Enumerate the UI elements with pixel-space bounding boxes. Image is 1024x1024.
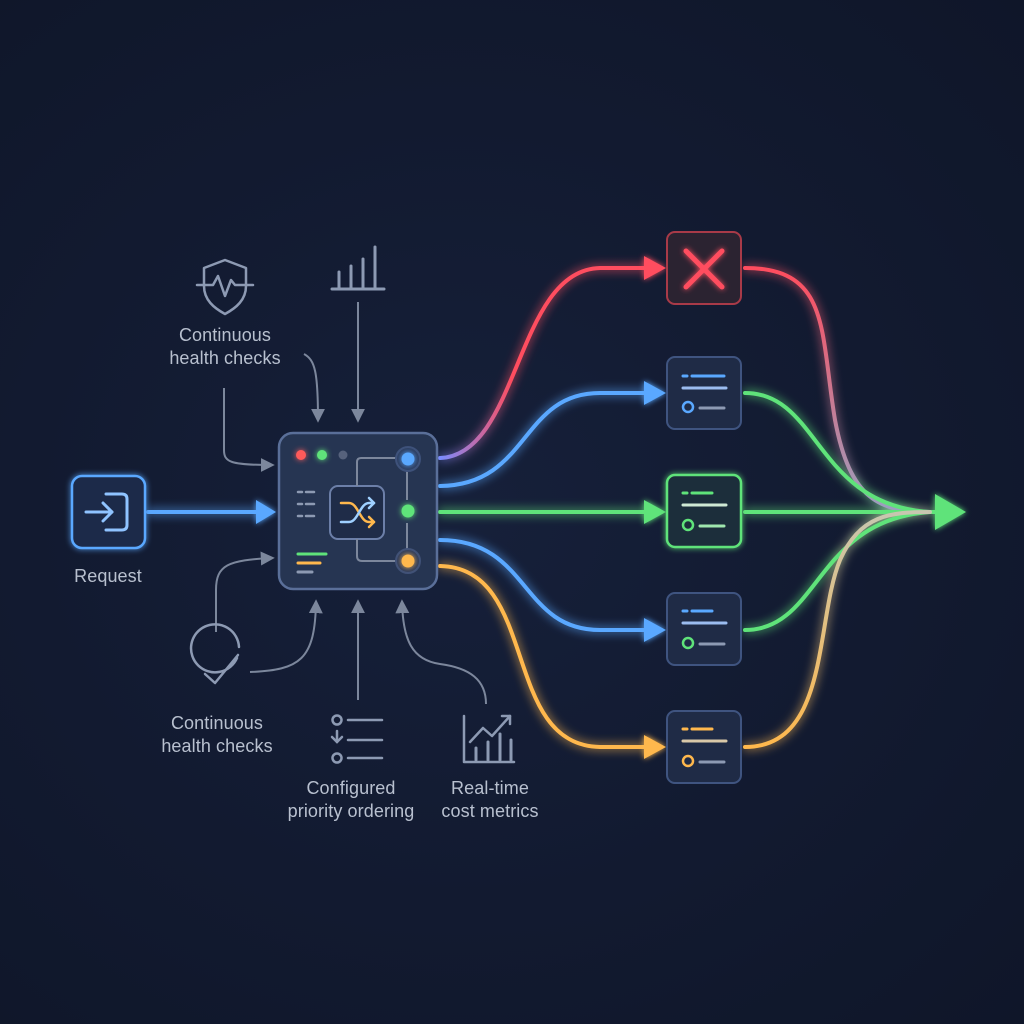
provider-4-box: [666, 592, 742, 666]
router-shuffle-box: [329, 485, 385, 540]
priority-list-icon: [330, 714, 384, 764]
arrowhead-provider-5: [644, 735, 666, 759]
request-node[interactable]: [70, 474, 147, 550]
flow-lines: [146, 266, 940, 749]
cost-metrics-label: Real-time cost metrics: [441, 777, 538, 823]
flow-provider-2-out: [743, 391, 932, 514]
arrowhead-provider-2: [644, 381, 666, 405]
trend-chart-icon: [462, 714, 516, 764]
arrowhead-failed-provider: [644, 256, 666, 280]
router-connectors: [356, 457, 408, 562]
cost-metrics-line2: cost metrics: [441, 801, 539, 821]
router-port-blue-dot: [401, 452, 415, 466]
provider-server-icon: [681, 374, 728, 414]
router-status-dot-green: [317, 450, 327, 460]
provider-4[interactable]: [666, 592, 742, 666]
health-checks-top-line1: Continuous: [178, 325, 272, 345]
provider-server-icon: [681, 491, 728, 532]
provider-2-box: [666, 356, 742, 430]
provider-3[interactable]: [665, 473, 743, 549]
arrowhead-provider-3: [644, 500, 666, 524]
provider-5-box: [666, 710, 742, 784]
priority-ordering-line2: priority ordering: [287, 801, 415, 821]
router-node[interactable]: [277, 431, 439, 591]
priority-ordering-line1: Configured: [306, 778, 396, 798]
flow-router-to-provider-2: [438, 391, 650, 488]
line-health-top-to-router: [223, 388, 275, 472]
login-arrow-icon: [84, 492, 129, 532]
input-lines: [215, 302, 487, 705]
provider-5[interactable]: [666, 710, 742, 784]
shield-pulse-icon: [195, 258, 255, 316]
arrowhead-router-in: [256, 500, 276, 524]
flow-router-to-provider-4: [438, 538, 650, 632]
router-list-icon: [296, 490, 316, 518]
exit-arrow-icon: [935, 494, 966, 530]
health-checks-bottom-line1: Continuous: [170, 713, 264, 733]
router-port-orange-dot: [401, 554, 415, 568]
router-status-dot-red: [296, 450, 306, 460]
router-bars: [296, 552, 328, 574]
bar-chart-icon: [330, 245, 386, 291]
provider-3-box: [665, 473, 743, 549]
provider-server-icon: [681, 609, 728, 650]
provider-server-icon: [681, 727, 728, 768]
provider-failed[interactable]: [666, 231, 742, 305]
priority-ordering-label: Configured priority ordering: [288, 777, 415, 823]
router-status-dot-grey: [338, 450, 348, 460]
x-mark-icon: [683, 248, 725, 290]
provider-2[interactable]: [666, 356, 742, 430]
check-circle-icon: [189, 623, 241, 685]
arrowhead-provider-4: [644, 618, 666, 642]
flow-failed-provider-out: [743, 266, 932, 514]
cost-metrics-line1: Real-time: [451, 778, 529, 798]
router-port-green-dot: [401, 504, 415, 518]
line-health-bottom-to-router: [215, 551, 275, 632]
shuffle-icon: [339, 496, 376, 529]
line-cost-to-router: [395, 599, 487, 705]
health-checks-bottom-label: Continuous health checks: [161, 712, 272, 758]
flow-provider-4-out: [743, 510, 932, 632]
health-checks-bottom-line2: health checks: [161, 736, 273, 756]
flow-router-to-provider-5: [438, 564, 650, 749]
health-checks-top-line2: health checks: [169, 348, 281, 368]
request-label: Request: [74, 566, 142, 586]
line-check-to-router: [249, 599, 323, 673]
flow-provider-5-out: [743, 510, 932, 749]
health-checks-top-label: Continuous health checks: [169, 324, 280, 370]
flow-arrowheads: [256, 256, 966, 759]
line-health-top-down: [303, 353, 325, 423]
flow-router-to-failed-provider: [438, 266, 650, 460]
